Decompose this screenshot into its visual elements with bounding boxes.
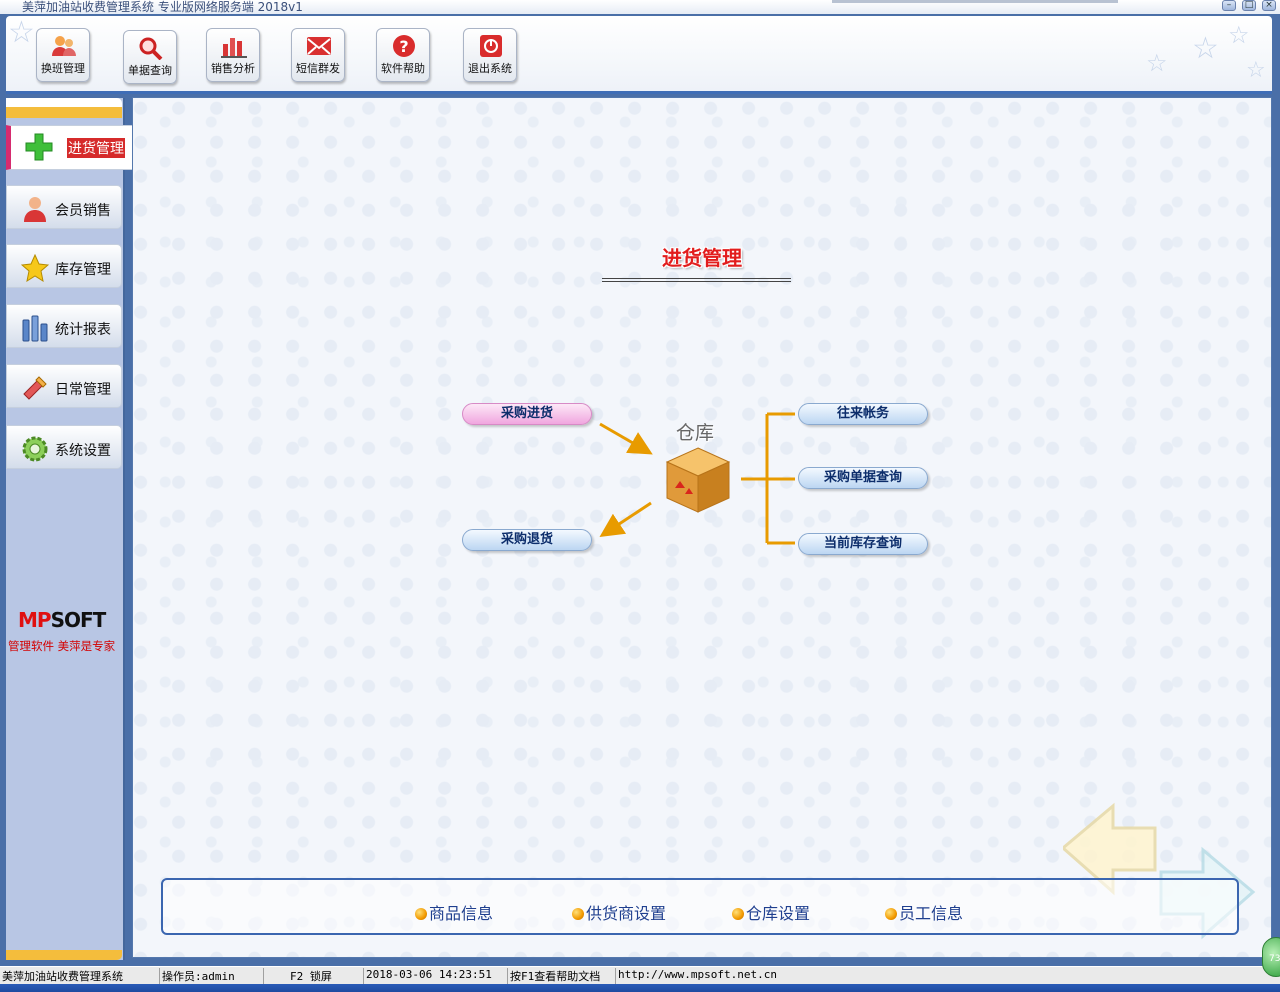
exit-system-button[interactable]: 退出系统 <box>463 28 517 82</box>
sms-broadcast-button[interactable]: 短信群发 <box>291 28 345 82</box>
magnifier-icon <box>139 37 163 60</box>
quick-link-label: 商品信息 <box>429 904 494 923</box>
mail-icon <box>307 37 331 55</box>
software-help-button[interactable]: ? 软件帮助 <box>376 28 430 82</box>
decor-star-icon: ☆ <box>1192 31 1219 66</box>
sidebar-item-inventory-management[interactable]: 库存管理 <box>6 244 122 288</box>
bars-icon <box>22 315 48 342</box>
sales-analysis-button[interactable]: 销售分析 <box>206 28 260 82</box>
status-bar: 美萍加油站收费管理系统 操作员:admin F2 锁屏 2018-03-06 1… <box>0 966 1280 984</box>
brand-slogan: 管理软件 美萍是专家 <box>8 639 116 653</box>
sidebar-bottom-bar <box>6 950 122 960</box>
sidebar-item-label: 会员销售 <box>55 203 111 219</box>
status-url[interactable]: http://www.mpsoft.net.cn <box>618 968 777 981</box>
sidebar-item-label: 库存管理 <box>55 262 111 278</box>
status-app-name: 美萍加油站收费管理系统 <box>0 968 160 984</box>
floating-badge[interactable]: 73 <box>1262 937 1280 977</box>
quick-link-supplier-settings[interactable]: 供货商设置 <box>572 900 666 924</box>
sidebar-item-member-sales[interactable]: 会员销售 <box>6 185 122 229</box>
current-inventory-query-button[interactable]: 当前库存查询 <box>798 533 928 555</box>
power-icon <box>480 35 502 57</box>
purchase-document-query-button[interactable]: 采购单据查询 <box>798 467 928 489</box>
quick-link-label: 供货商设置 <box>586 904 667 923</box>
toolbar-button-label: 换班管理 <box>41 62 85 75</box>
star-icon <box>21 254 49 282</box>
toolbar-button-label: 销售分析 <box>211 62 255 75</box>
purchase-return-button[interactable]: 采购退货 <box>462 529 592 551</box>
sidebar: 进货管理 会员销售 库存管理 统计报表 日常管理 系统设置 MPSOFT 管理软… <box>6 98 133 960</box>
status-operator: 操作员:admin <box>160 968 264 984</box>
toolbar-button-label: 软件帮助 <box>381 62 425 75</box>
minimize-button[interactable]: – <box>1222 0 1236 11</box>
warehouse-box-icon <box>665 447 731 513</box>
sidebar-item-daily-management[interactable]: 日常管理 <box>6 364 122 408</box>
bullet-icon <box>572 908 584 920</box>
sidebar-item-label: 进货管理 <box>67 138 125 158</box>
bracket-connector <box>741 412 795 545</box>
sidebar-item-statistics-report[interactable]: 统计报表 <box>6 304 122 348</box>
bar-chart-icon <box>221 38 247 58</box>
status-lock: F2 锁屏 <box>264 968 364 984</box>
sidebar-item-system-settings[interactable]: 系统设置 <box>6 425 122 469</box>
accounts-button[interactable]: 往来帐务 <box>798 403 928 425</box>
window-title: 美萍加油站收费管理系统 专业版网络服务端 2018v1 <box>22 0 303 14</box>
toolbar-button-label: 短信群发 <box>296 62 340 75</box>
decor-star-icon: ☆ <box>1146 49 1168 77</box>
quick-links-panel: 商品信息 供货商设置 仓库设置 员工信息 <box>161 878 1239 935</box>
bullet-icon <box>732 908 744 920</box>
page-title: 进货管理 <box>662 246 742 270</box>
status-datetime: 2018-03-06 14:23:51 <box>364 968 508 984</box>
main-panel: 进货管理 采购进货 采购退货 仓库 往来帐务 采购单据查询 当前库存查询 商品信… <box>132 97 1272 958</box>
bullet-icon <box>415 908 427 920</box>
toolbar-button-label: 单据查询 <box>128 64 172 77</box>
sidebar-item-purchase-management[interactable]: 进货管理 <box>6 125 133 170</box>
help-icon: ? <box>393 35 415 57</box>
arrow-out <box>599 501 652 537</box>
sidebar-item-label: 系统设置 <box>55 443 111 459</box>
sidebar-item-label: 统计报表 <box>55 322 111 338</box>
svg-text:?: ? <box>399 37 408 56</box>
toolbar-button-label: 退出系统 <box>468 62 512 75</box>
sidebar-top-bar <box>6 98 122 118</box>
tools-icon <box>23 376 47 400</box>
decor-star-icon: ☆ <box>8 16 35 50</box>
taskbar <box>0 984 1280 992</box>
title-grip <box>832 0 1118 3</box>
bullet-icon <box>885 908 897 920</box>
arrow-in <box>599 422 653 455</box>
title-bar: 美萍加油站收费管理系统 专业版网络服务端 2018v1 – □ × <box>0 0 1280 14</box>
decor-star-icon: ☆ <box>1246 58 1266 83</box>
purchase-in-button[interactable]: 采购进货 <box>462 403 592 425</box>
quick-link-label: 仓库设置 <box>746 904 811 923</box>
main-toolbar: ☆ ☆ ☆ ☆ ☆ 换班管理 单据查询 销售分析 短信群发 ? 软件帮助 <box>6 16 1272 94</box>
status-help: 按F1查看帮助文档 <box>508 968 616 984</box>
logo-suffix: SOFT <box>50 608 107 632</box>
warehouse-label: 仓库 <box>676 422 715 444</box>
quick-link-staff-info[interactable]: 员工信息 <box>885 900 963 924</box>
title-underline <box>602 278 791 282</box>
close-button[interactable]: × <box>1262 0 1276 11</box>
document-query-button[interactable]: 单据查询 <box>123 30 177 84</box>
logo-prefix: MP <box>18 608 52 632</box>
flow-connectors <box>599 412 795 545</box>
shift-management-button[interactable]: 换班管理 <box>36 28 90 82</box>
person-icon <box>24 197 46 222</box>
users-icon <box>52 36 76 56</box>
gear-icon <box>22 436 48 462</box>
quick-link-warehouse-settings[interactable]: 仓库设置 <box>732 900 810 924</box>
decor-star-icon: ☆ <box>1228 21 1250 49</box>
maximize-button[interactable]: □ <box>1242 0 1256 11</box>
quick-link-product-info[interactable]: 商品信息 <box>415 900 493 924</box>
quick-link-label: 员工信息 <box>899 904 964 923</box>
mpsoft-logo: MPSOFT <box>18 608 107 632</box>
plus-icon <box>25 133 53 161</box>
sidebar-item-label: 日常管理 <box>55 382 111 398</box>
